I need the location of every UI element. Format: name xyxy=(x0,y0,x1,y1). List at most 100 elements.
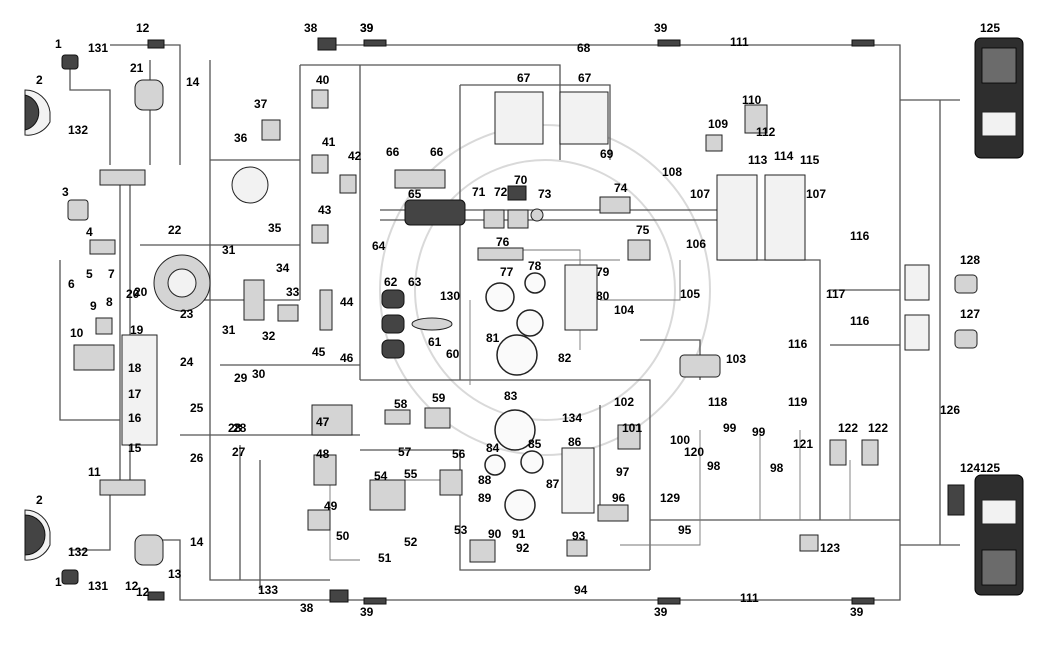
callout-label-31: 24 xyxy=(180,355,194,369)
callout-label-120: 107 xyxy=(690,187,710,201)
relay-70 xyxy=(507,185,527,201)
regulator-34 xyxy=(243,279,265,321)
callout-label-87: 76 xyxy=(496,235,510,249)
callout-label-55: 47 xyxy=(316,415,330,429)
callout-label-90: 79 xyxy=(596,265,610,279)
marker-top xyxy=(147,39,165,49)
callout-label-152: 39 xyxy=(360,605,374,619)
callout-label-36: 29 xyxy=(234,371,248,385)
callout-label-146: 127 xyxy=(960,307,980,321)
callout-label-128: 113 xyxy=(748,153,768,167)
marker-38-top xyxy=(317,37,337,51)
callout-label-27: 13 xyxy=(168,567,182,581)
gauge-83 xyxy=(494,409,536,451)
callout-label-53: 45 xyxy=(312,345,326,359)
gauge-80 xyxy=(516,309,544,337)
callout-label-28: 22 xyxy=(168,223,182,237)
callout-label-54: 46 xyxy=(340,351,354,365)
callout-label-95: 84 xyxy=(486,441,500,455)
callout-label-159: 28 xyxy=(228,421,242,435)
callout-label-1: 131 xyxy=(88,41,108,55)
callout-label-153: 39 xyxy=(360,21,374,35)
callout-label-11: 6 xyxy=(68,277,75,291)
callout-label-12: 8 xyxy=(106,295,113,309)
callout-label-38: 31 xyxy=(222,243,236,257)
callout-label-139: 122 xyxy=(838,421,858,435)
callout-label-30: 23 xyxy=(180,307,194,321)
callout-label-108: 97 xyxy=(616,465,630,479)
callout-label-40: 32 xyxy=(262,329,276,343)
switch-74 xyxy=(599,196,631,214)
switch-44 xyxy=(319,289,333,331)
relay-33 xyxy=(277,304,299,322)
gauge-78 xyxy=(524,272,546,294)
callout-label-9: 5 xyxy=(86,267,93,281)
connector-76 xyxy=(477,247,524,261)
headlight-bottom xyxy=(24,509,51,561)
callout-label-96: 85 xyxy=(528,437,542,451)
callout-label-101: 90 xyxy=(488,527,502,541)
module-101 xyxy=(617,424,641,450)
callout-label-25: 12 xyxy=(125,579,139,593)
callout-label-138: 121 xyxy=(793,437,813,451)
fuse-panel-15 xyxy=(121,334,158,446)
callout-label-3: 132 xyxy=(68,123,88,137)
callout-label-78: 67 xyxy=(578,71,592,85)
socket-122a xyxy=(829,439,847,466)
callout-label-35: 28 xyxy=(233,421,247,435)
connector-block-top xyxy=(99,169,146,186)
marker-39-e xyxy=(657,597,681,605)
callout-label-42: 34 xyxy=(276,261,290,275)
callout-label-7: 3 xyxy=(62,185,69,199)
gauge-84 xyxy=(484,454,506,476)
callout-label-77: 67 xyxy=(517,71,531,85)
callout-label-110: 98 xyxy=(770,461,784,475)
marker-39-d xyxy=(363,597,387,605)
relay-59 xyxy=(424,407,451,429)
rear-light-top xyxy=(974,37,1024,159)
callout-label-58: 50 xyxy=(336,529,350,543)
box-54 xyxy=(369,479,406,511)
callout-label-156: 39 xyxy=(850,605,864,619)
callout-label-56: 48 xyxy=(316,447,330,461)
relay-41 xyxy=(311,154,329,174)
callout-label-113: 100 xyxy=(670,433,690,447)
callout-label-102: 91 xyxy=(512,527,526,541)
callout-label-118: 105 xyxy=(680,287,700,301)
callout-label-98: 87 xyxy=(546,477,560,491)
callout-label-158: 20 xyxy=(126,287,140,301)
callout-label-66: 58 xyxy=(394,397,408,411)
callout-label-65: 57 xyxy=(398,445,412,459)
callout-label-48: 40 xyxy=(316,73,330,87)
callout-label-157: 12 xyxy=(136,585,150,599)
callout-label-84: 73 xyxy=(538,187,552,201)
callout-label-143: 125 xyxy=(980,21,1000,35)
sensor-73 xyxy=(530,208,544,222)
battery-107a xyxy=(716,174,758,261)
fusebox-67a xyxy=(494,91,544,145)
watermark-gear xyxy=(379,124,711,456)
callout-label-47: 39 xyxy=(360,21,374,35)
callout-label-105: 94 xyxy=(574,583,588,597)
callout-label-59: 51 xyxy=(378,551,392,565)
gauge-77 xyxy=(485,282,515,312)
callout-label-70: 62 xyxy=(384,275,398,289)
relay-49 xyxy=(307,509,331,531)
callout-label-129: 114 xyxy=(774,149,794,163)
relay-109 xyxy=(705,134,723,152)
indicator-block-79 xyxy=(564,264,598,331)
callout-label-116: 103 xyxy=(726,352,746,366)
callout-label-99: 88 xyxy=(478,473,492,487)
callout-label-29: 20 xyxy=(134,285,148,299)
generator-core xyxy=(167,268,197,298)
callout-label-21: 2 xyxy=(36,493,43,507)
callout-label-142: 124 xyxy=(960,461,980,475)
callout-label-111: 99 xyxy=(723,421,737,435)
relay-48 xyxy=(313,454,337,486)
callout-label-80: 69 xyxy=(600,147,614,161)
callout-label-26: 14 xyxy=(190,535,204,549)
callout-label-51: 43 xyxy=(318,203,332,217)
horn-cone-62a xyxy=(381,289,405,309)
callout-label-14: 10 xyxy=(70,326,84,340)
